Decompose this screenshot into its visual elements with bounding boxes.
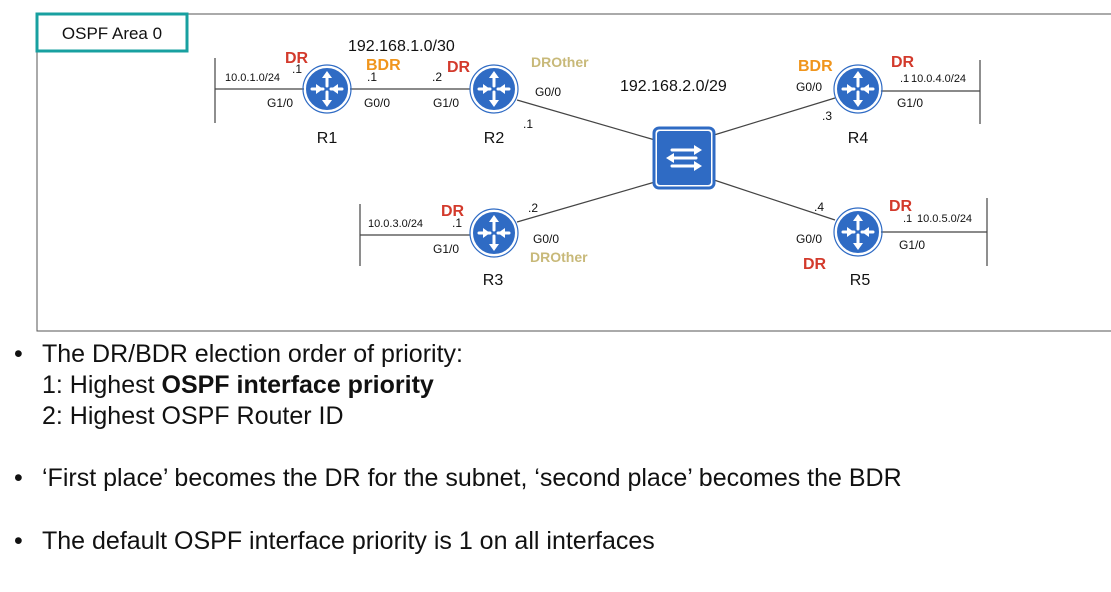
r3-g0-interface: G0/0 [533,232,559,246]
r1-router-icon [301,63,353,115]
r1-name: R1 [317,130,338,147]
bullet-first-place: • ‘First place’ becomes the DR for the s… [12,463,1102,494]
r5-router-icon [832,206,884,258]
bullet-text: The default OSPF interface priority is 1… [42,527,655,555]
bullet-text: ‘First place’ becomes the DR for the sub… [42,464,902,492]
r5-name: R5 [850,272,871,289]
r1-g0-role: BDR [366,57,401,74]
r5-g1-host: .1 [903,213,912,225]
r3-g1-host: .1 [452,216,462,230]
r2-g0-interface: G0/0 [535,85,561,99]
bullet-subline: 1: Highest OSPF interface priority [42,370,1102,401]
r5-g0-host: .4 [814,200,824,214]
r4-g1-role: DR [891,54,915,71]
r5-g1-interface: G1/0 [899,238,925,252]
r3-name: R3 [483,272,504,289]
r5-g1-role: DR [889,198,913,215]
r4-router-icon [832,63,884,115]
r4-switch-link [713,97,836,136]
r4-g1-interface: G1/0 [897,96,923,110]
bullet-subline: 2: Highest OSPF Router ID [42,402,344,430]
r2-g0-role: DROther [531,54,589,70]
r4-g0-host: .3 [822,109,832,123]
r4-g0-interface: G0/0 [796,80,822,94]
r2-g1-host: .2 [432,70,442,84]
r2-switch-link [516,99,656,141]
r3-router-icon [468,207,520,259]
area-boundary [36,13,1111,332]
r4-name: R4 [848,130,869,147]
bullet-marker: • [14,527,23,555]
bullet-marker: • [14,340,23,368]
bullet-text: The DR/BDR election order of priority: [42,340,463,368]
area-label: OSPF Area 0 [62,24,162,43]
network-diagram: OSPF Area 0 [35,12,1111,332]
r2-g1-role: DR [447,59,471,76]
r5-switch-link [713,179,836,221]
bullet-marker: • [14,464,23,492]
r5-g0-role: DR [803,256,827,273]
links [214,58,988,266]
subnet-r1-r2: 192.168.1.0/30 [348,38,455,55]
r2-g1-interface: G1/0 [433,96,459,110]
r3-g0-role: DROther [530,249,588,265]
bullet-election-order: • The DR/BDR election order of priority:… [12,339,1102,432]
r1-g0-interface: G0/0 [364,96,390,110]
r1-g1-role: DR [285,50,309,67]
r2-router-icon [468,63,520,115]
subnet-r4-lan: 10.0.4.0/24 [911,73,966,85]
subnet-r5-lan: 10.0.5.0/24 [917,213,972,225]
r2-g0-host: .1 [523,117,533,131]
r1-g0-host: .1 [367,70,377,84]
area-label-box [35,12,189,53]
r3-g0-host: .2 [528,201,538,215]
r1-g1-interface: G1/0 [267,96,293,110]
r2-name: R2 [484,130,505,147]
bullet-list: • The DR/BDR election order of priority:… [12,339,1102,557]
r1-g1-host: .1 [292,62,302,76]
r5-g0-interface: G0/0 [796,232,822,246]
subnet-switch-lan: 192.168.2.0/29 [620,78,727,95]
switch-icon [652,126,716,190]
subline-prefix: 1: Highest [42,371,162,399]
r3-g1-interface: G1/0 [433,242,459,256]
subnet-r3-lan: 10.0.3.0/24 [368,218,423,230]
r4-g0-role: BDR [798,58,833,75]
r3-switch-link [516,181,656,223]
r3-g1-role: DR [441,203,465,220]
r4-g1-host: .1 [900,73,909,85]
subnet-r1-lan: 10.0.1.0/24 [225,72,280,84]
subline-emphasis: OSPF interface priority [161,371,434,399]
bullet-default-priority: • The default OSPF interface priority is… [12,526,1102,557]
